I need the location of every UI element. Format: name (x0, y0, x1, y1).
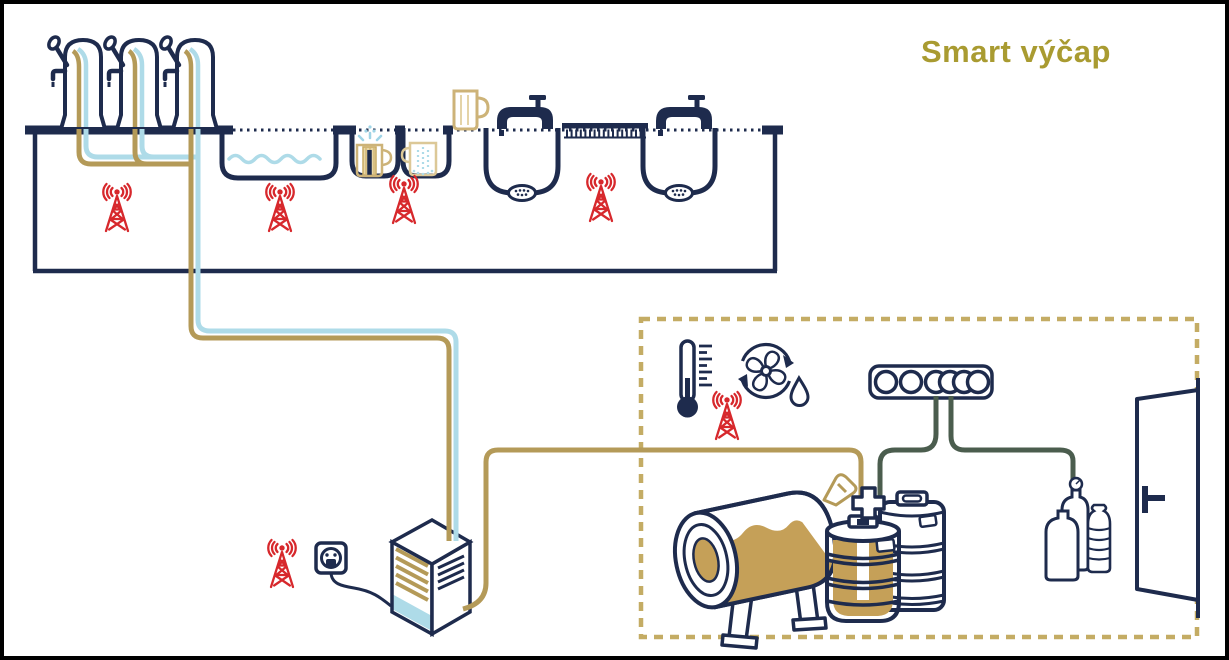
gas-line-to-keg (877, 396, 939, 497)
cooler-vents (437, 554, 465, 591)
beer-mug-icon (452, 89, 490, 131)
radio-signal-icon (265, 182, 295, 233)
control-panel (868, 364, 994, 400)
power-cord (329, 571, 392, 608)
cleaning-bottle (1086, 503, 1112, 574)
radio-signal-icon (586, 172, 616, 223)
radio-signal-icon (267, 538, 297, 589)
gas-line-to-cylinder (948, 396, 1076, 480)
beer-line-main (188, 129, 452, 541)
keg-tapped (825, 514, 901, 623)
sink-right (640, 128, 718, 196)
beer-tap-2 (103, 35, 161, 129)
beer-tap-3 (159, 35, 217, 129)
cellar-door (1135, 378, 1200, 618)
beer-line-to-keg (462, 447, 864, 612)
beer-and-cooling-lines (76, 129, 864, 612)
cooler-water-bath (392, 594, 432, 631)
tank-outlet-spout (822, 473, 858, 507)
ventilation-fan-icon (738, 343, 794, 399)
power-outlet-icon (314, 541, 392, 608)
sink-drain-icon (507, 184, 537, 202)
radio-signal-icon (389, 174, 419, 225)
beer-tap-1 (47, 35, 105, 129)
cooling-line-main (195, 129, 459, 541)
water-drop-icon (789, 375, 810, 407)
wash-spray (357, 125, 383, 142)
wash-basin (219, 128, 339, 181)
sink-left (483, 128, 561, 196)
radio-signal-icon (712, 390, 742, 441)
glass-rinser-mug (400, 141, 438, 177)
door-handle (1142, 486, 1165, 513)
counter-body (32, 131, 778, 274)
beer-taps (47, 35, 217, 129)
beer-cooler-unit (388, 517, 474, 638)
glass-washer-mug (355, 125, 393, 178)
sink-drain-icon (664, 184, 694, 202)
co2-cylinders (1044, 476, 1112, 582)
panel-button (898, 369, 924, 395)
page-title: Smart výčap (921, 34, 1111, 69)
beer-tank (673, 490, 844, 650)
keg-coupler (851, 486, 886, 520)
panel-button (873, 369, 899, 395)
gas-lines (877, 396, 1076, 497)
basin-water-waves (227, 153, 322, 165)
drip-tray (562, 123, 648, 139)
panel-button (965, 369, 991, 395)
water-faucet-icon (497, 95, 553, 136)
radio-signal-icon (102, 182, 132, 233)
cellar-room-border (638, 316, 1200, 640)
cooler-coil-stripes (395, 547, 429, 602)
thermometer-icon (677, 339, 712, 418)
